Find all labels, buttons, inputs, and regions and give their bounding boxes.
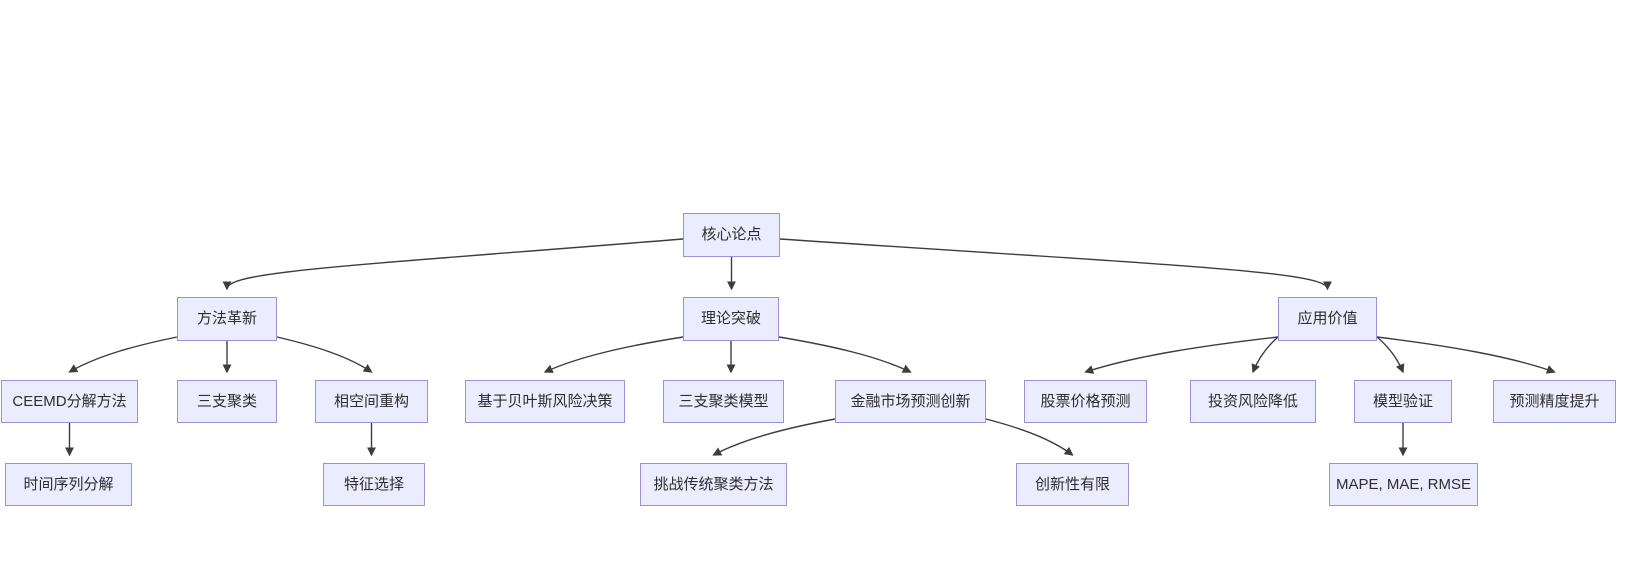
node-twc-model: 三支聚类模型	[663, 380, 784, 423]
edge-core-application	[779, 238, 1332, 291]
node-application: 应用价值	[1278, 297, 1377, 341]
node-ts-decomp: 时间序列分解	[5, 463, 132, 506]
node-phase-space: 相空间重构	[315, 380, 428, 423]
edge-fin-market-challenge	[712, 418, 836, 456]
edge-method-ceemd	[68, 336, 178, 373]
edge-application-stock-price	[1084, 336, 1279, 374]
edge-application-model-valid	[1376, 336, 1405, 374]
node-fin-market: 金融市场预测创新	[835, 380, 986, 423]
node-core: 核心论点	[683, 213, 780, 257]
node-accuracy: 预测精度提升	[1493, 380, 1616, 423]
edge-application-accuracy	[1376, 336, 1556, 374]
edge-theory-fin-market	[778, 336, 912, 373]
node-ceemd: CEEMD分解方法	[1, 380, 138, 423]
node-model-valid: 模型验证	[1354, 380, 1452, 423]
edge-method-phase-space	[276, 336, 373, 373]
edge-theory-bayes	[543, 336, 684, 373]
node-bayes: 基于贝叶斯风险决策	[465, 380, 625, 423]
node-stock-price: 股票价格预测	[1024, 380, 1147, 423]
node-risk-reduce: 投资风险降低	[1190, 380, 1316, 423]
node-three-way: 三支聚类	[177, 380, 277, 423]
node-challenge: 挑战传统聚类方法	[640, 463, 787, 506]
edge-application-risk-reduce	[1251, 336, 1279, 374]
node-method: 方法革新	[177, 297, 277, 341]
edge-core-method	[222, 238, 684, 291]
node-limited: 创新性有限	[1016, 463, 1129, 506]
node-theory: 理论突破	[683, 297, 779, 341]
node-metrics: MAPE, MAE, RMSE	[1329, 463, 1478, 506]
node-feature-sel: 特征选择	[323, 463, 425, 506]
edge-fin-market-limited	[985, 418, 1074, 456]
